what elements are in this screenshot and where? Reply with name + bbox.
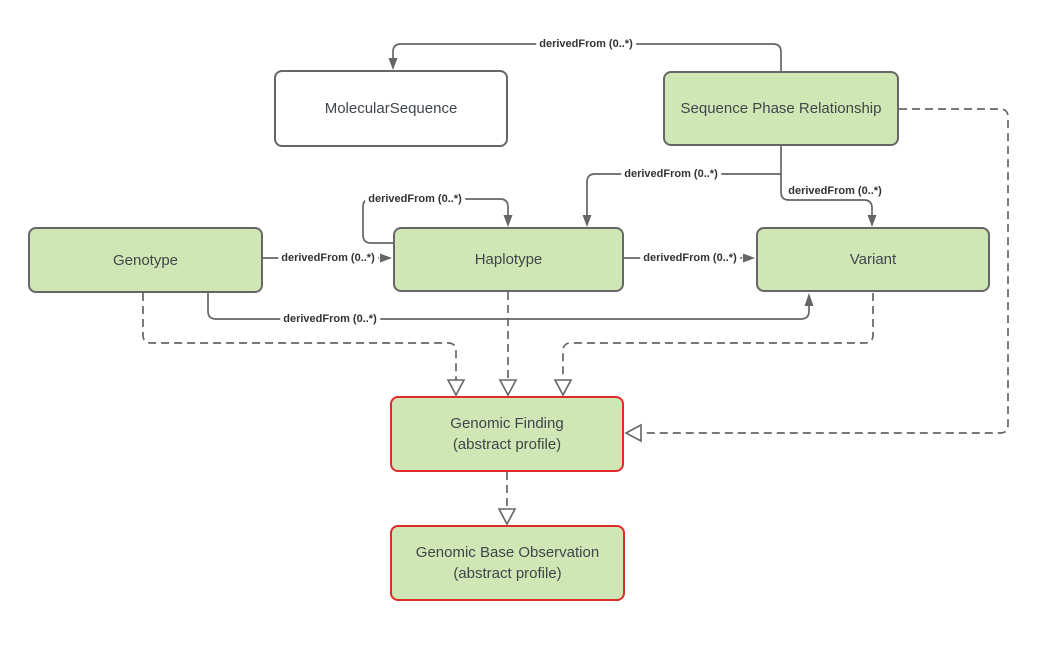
node-genomic-base-observation-label: Genomic Base Observation [415,544,600,561]
arrowhead-into-variant-bottom [804,293,814,306]
node-variant: Variant [756,227,990,292]
triangle-into-genomicbaseobservation [497,508,517,526]
edge-label-genotype-variant: derivedFrom (0..*) [280,313,380,325]
node-molecular-sequence-label: MolecularSequence [324,100,458,117]
node-genomic-finding: Genomic Finding (abstract profile) [390,396,624,472]
edge-label-haplotype-variant: derivedFrom (0..*) [640,252,740,264]
edge-label-haplotype-self: derivedFrom (0..*) [365,193,465,205]
node-genotype: Genotype [28,227,263,293]
edge-label-spr-haplotype: derivedFrom (0..*) [621,168,721,180]
triangle-into-genomicfinding-side [624,423,642,443]
edge-label-spr-molecularsequence: derivedFrom (0..*) [536,38,636,50]
arrowhead-into-variant-left [743,253,755,263]
connector-haplotype-self-loop [362,198,509,244]
arrowhead-into-haplotype-left [380,253,392,263]
node-sequence-phase-relationship: Sequence Phase Relationship [663,71,899,146]
node-genomic-base-observation-sublabel: (abstract profile) [453,565,562,582]
node-sequence-phase-relationship-label: Sequence Phase Relationship [680,100,882,117]
node-genotype-label: Genotype [112,251,179,269]
connector-spr-to-haplotype [586,146,782,216]
node-haplotype-label: Haplotype [474,251,543,268]
node-genomic-base-observation: Genomic Base Observation (abstract profi… [390,525,625,601]
arrowhead-into-haplotype-top-right [582,215,592,227]
connector-spr-to-variant [780,174,873,216]
node-haplotype: Haplotype [393,227,624,292]
node-genomic-finding-sublabel: (abstract profile) [452,436,562,453]
arrowhead-into-haplotype-top-left [503,215,513,227]
edge-label-genotype-haplotype: derivedFrom (0..*) [278,252,378,264]
triangle-into-genomicfinding-left [446,379,466,397]
connector-genotype-to-genomicfinding [142,293,457,380]
triangle-into-genomicfinding-center [498,379,518,397]
node-molecular-sequence: MolecularSequence [274,70,508,147]
connector-spr-to-genomicfinding [642,108,1009,434]
triangle-into-genomicfinding-right [553,379,573,397]
arrowhead-into-variant-top [867,215,877,227]
arrowhead-into-molecularsequence [388,58,398,70]
connector-variant-to-genomicfinding [562,293,874,380]
node-variant-label: Variant [849,251,897,268]
node-genomic-finding-label: Genomic Finding [450,415,564,432]
edge-label-spr-variant: derivedFrom (0..*) [785,185,885,197]
